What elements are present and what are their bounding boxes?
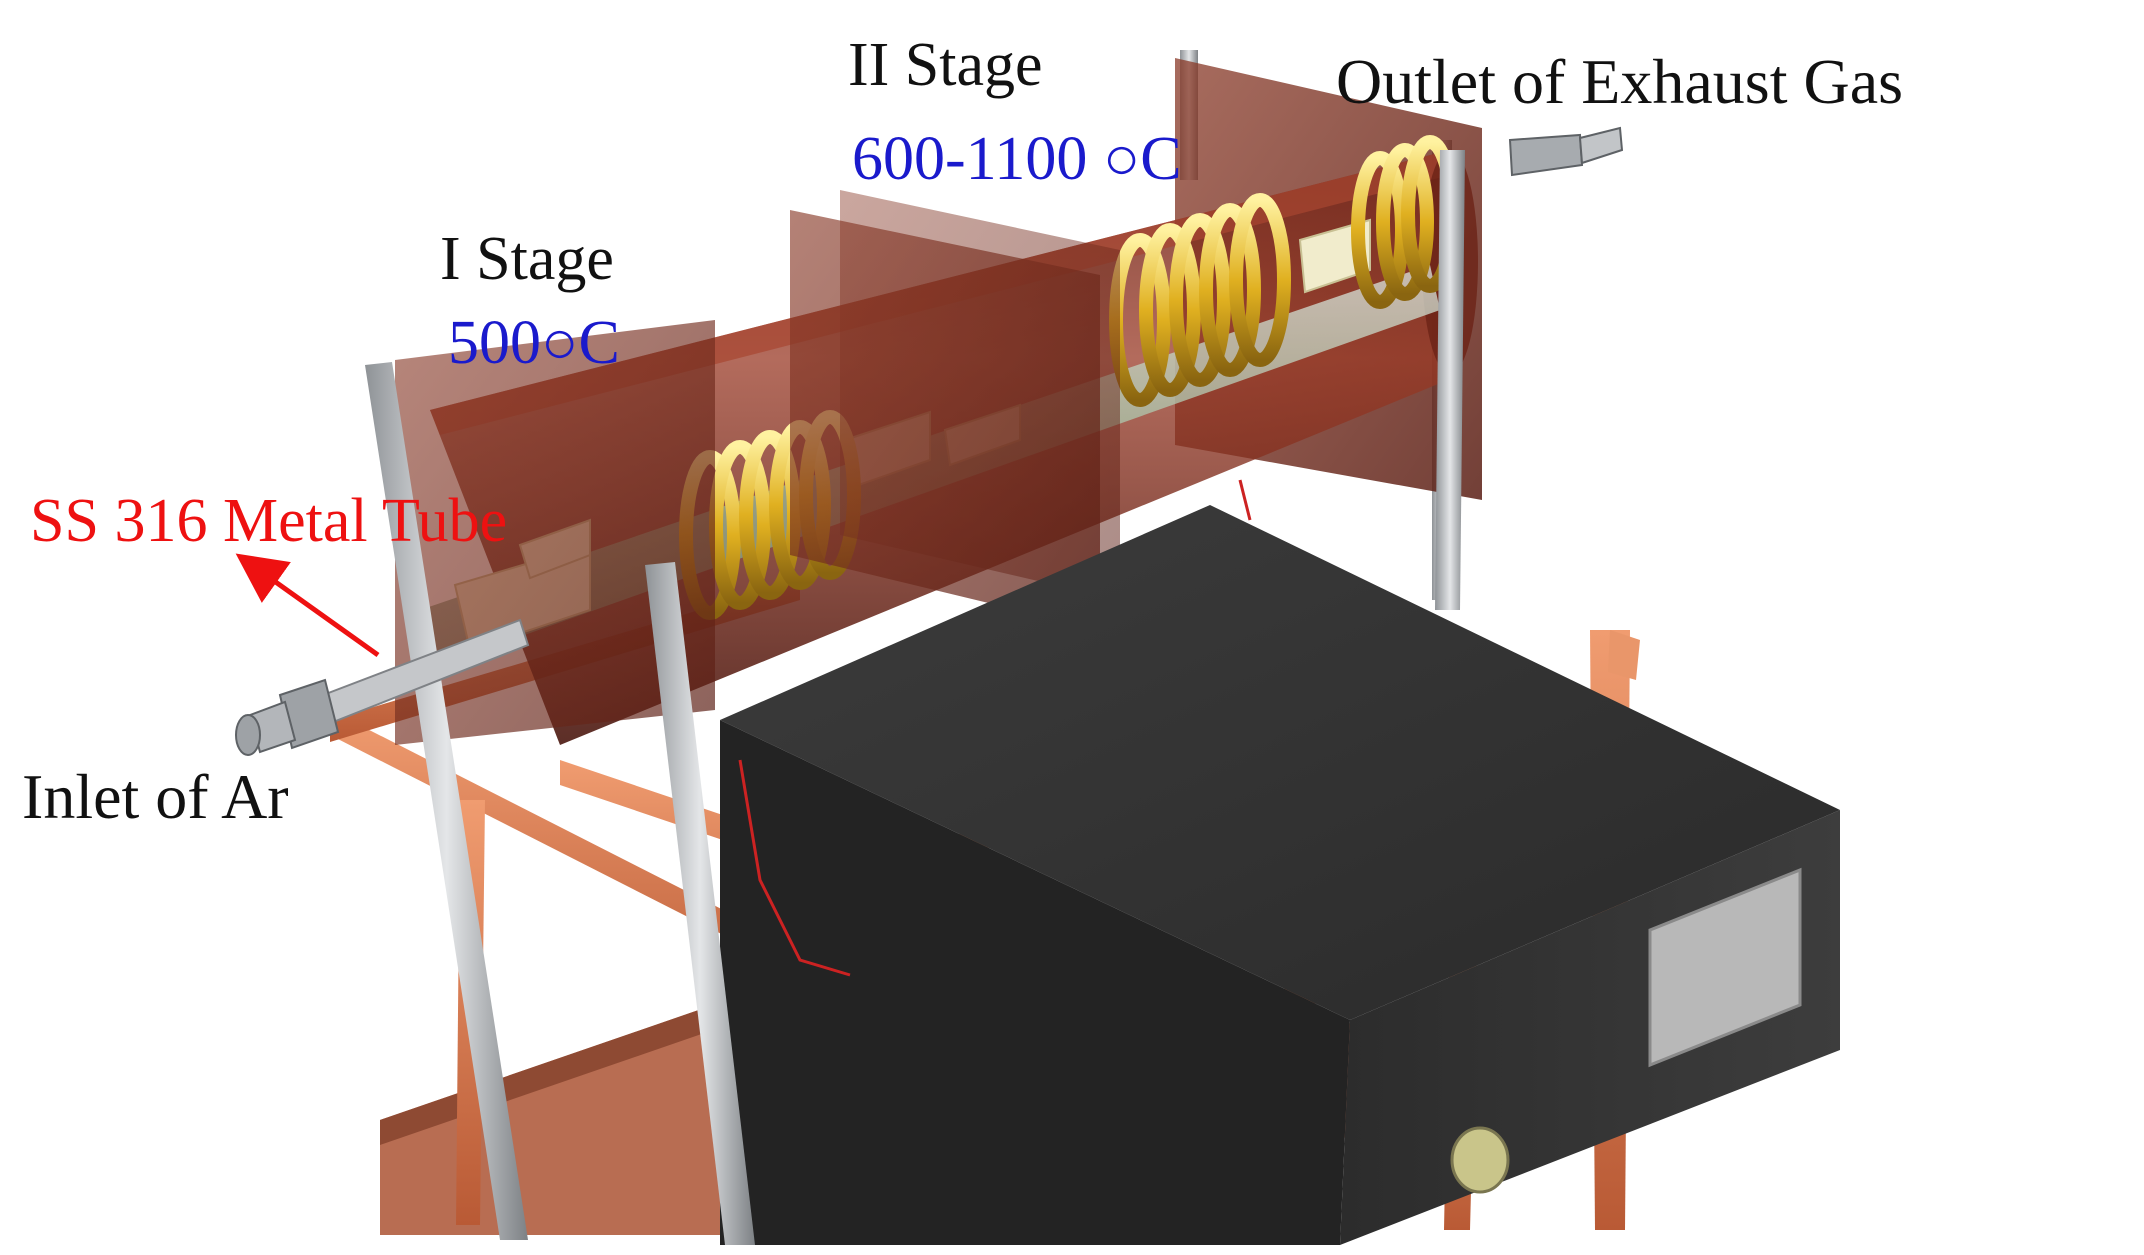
stage-1-title: I Stage xyxy=(440,225,614,293)
display-window xyxy=(1648,867,1802,1068)
inlet-label: Inlet of Ar xyxy=(22,761,289,832)
outlet-label: Outlet of Exhaust Gas xyxy=(1336,46,1903,117)
heating-coil-stage-2 xyxy=(1109,135,1459,407)
indicator-knob xyxy=(1450,1126,1510,1194)
steel-rods-front xyxy=(365,150,1465,1245)
partition-plate-2 xyxy=(840,190,1120,600)
control-box xyxy=(720,505,1840,1245)
stage-2-temperature: 600-1100 ○C xyxy=(852,125,1182,193)
stage-2-title: II Stage xyxy=(848,31,1043,99)
stage-1-temperature: 500○C xyxy=(448,309,620,377)
tube-pointer-arrow xyxy=(235,553,380,658)
tube-label: SS 316 Metal Tube xyxy=(30,487,508,555)
inlet-metal-tube xyxy=(235,618,530,756)
outlet-fitting xyxy=(1508,126,1624,177)
thermocouple-wire xyxy=(738,479,1252,977)
